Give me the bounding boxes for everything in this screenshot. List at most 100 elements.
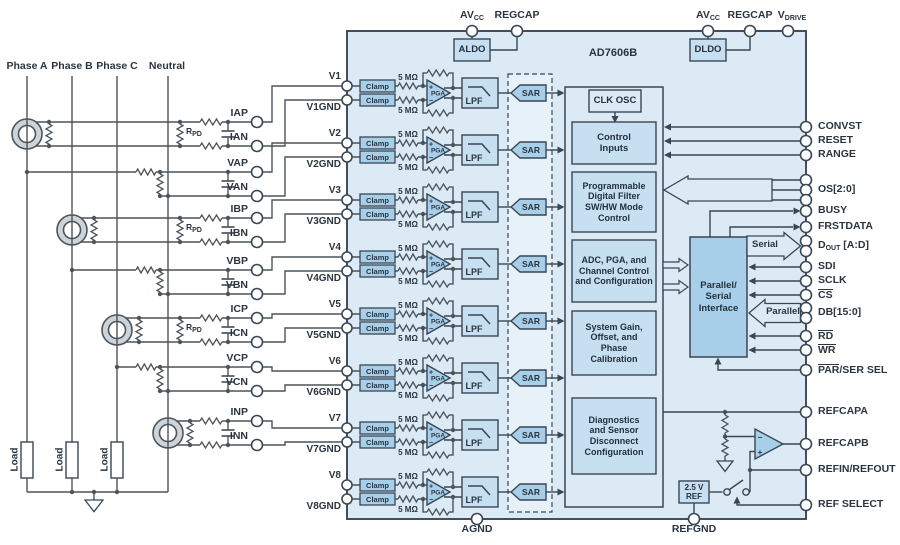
resistor [397,323,419,333]
db-pin [799,311,813,325]
junction-dot [24,169,30,175]
resistor [397,437,419,447]
arrowhead [793,207,801,215]
wire [262,366,342,372]
resistor [426,467,450,477]
junction-dot [136,339,142,345]
wire [449,414,454,430]
clamp-label: Clamp [366,196,389,205]
junction-dot [450,209,456,215]
clamp-label: Clamp [366,310,389,319]
series-res-label: 5 MΩ [398,334,418,343]
clk-osc-block [588,89,642,113]
busy-pin [799,204,813,218]
wire [490,36,518,51]
resistor [199,117,223,127]
resistor [426,239,450,249]
junction-dot [225,364,231,370]
resistor [175,123,185,145]
resistor [426,336,450,346]
arrowhead [664,123,671,131]
resistor [135,265,157,275]
buffer-plus: + [758,448,763,457]
sar-label: SAR [522,316,540,326]
junction-dot [187,442,193,448]
wire [709,210,793,237]
resistor [89,219,99,241]
pga-plus: + [429,484,433,491]
arrowhead [557,374,565,382]
series-res-label: 5 MΩ [398,73,418,82]
clamp-label: Clamp [366,210,389,219]
digital-filter-block [571,171,657,233]
wire [449,383,454,399]
pga-minus: − [429,326,433,333]
resistor [426,125,450,135]
pga-minus: − [429,440,433,447]
resistor [199,313,223,323]
junction-dot [136,315,142,321]
vx-pin [341,194,353,206]
vx-pin [341,137,353,149]
junction-dot [450,370,456,376]
pga-label: PGA [431,319,445,326]
pga-amp [426,420,452,450]
vxgnd-pin [341,436,353,448]
wire [729,226,793,237]
agnd-pin [470,512,484,526]
sclk-pin [799,274,813,288]
resistor [397,152,419,162]
junction-dot [450,142,456,148]
lpf-label: LPF [466,324,484,334]
lpf-label: LPF [466,153,484,163]
resistor [199,416,223,426]
resistor [175,219,185,241]
junction-dot [177,315,183,321]
clamp-label: Clamp [366,438,389,447]
arrowhead [557,317,565,325]
refcapa-pin [799,405,813,419]
resistor [426,507,450,517]
resistor [199,440,223,450]
arrowhead [714,357,722,365]
resistor [135,362,157,372]
junction-dot [450,427,456,433]
lpf-response-icon [468,200,491,211]
lpf-label: LPF [466,96,484,106]
clamp-label: Clamp [366,139,389,148]
junction-dot [157,364,163,370]
resistor [199,213,223,223]
pga-label: PGA [431,205,445,212]
resistor [134,319,144,341]
resistor [426,353,450,363]
lpf-response-icon [468,371,491,382]
sar-dashed-group [507,73,553,513]
junction-dot [450,313,456,319]
wire [449,440,454,456]
vxgnd-pin [341,265,353,277]
resistor [397,209,419,219]
resistor [426,165,450,175]
wire [449,186,454,202]
arrowhead [748,346,756,354]
parallel-serial-interface-block [689,236,748,358]
lpf-label: LPF [466,267,484,277]
junction-dot [69,267,75,273]
ref-2v5-block [678,480,710,504]
wire [262,213,342,243]
lpf-response-icon [468,428,491,439]
sar-label: SAR [522,487,540,497]
junction-dot [177,239,183,245]
pga-amp [426,78,452,108]
resistor [397,195,419,205]
vx-pin [341,422,353,434]
arrowhead [557,146,565,154]
series-res-label: 5 MΩ [398,448,418,457]
lpf-block [461,191,499,223]
cs-pin [799,288,813,302]
wire [449,269,454,285]
avcc-digital-pin [701,24,715,38]
arrowhead [733,496,741,504]
dldo-block [689,38,727,62]
vx-pin [341,80,353,92]
